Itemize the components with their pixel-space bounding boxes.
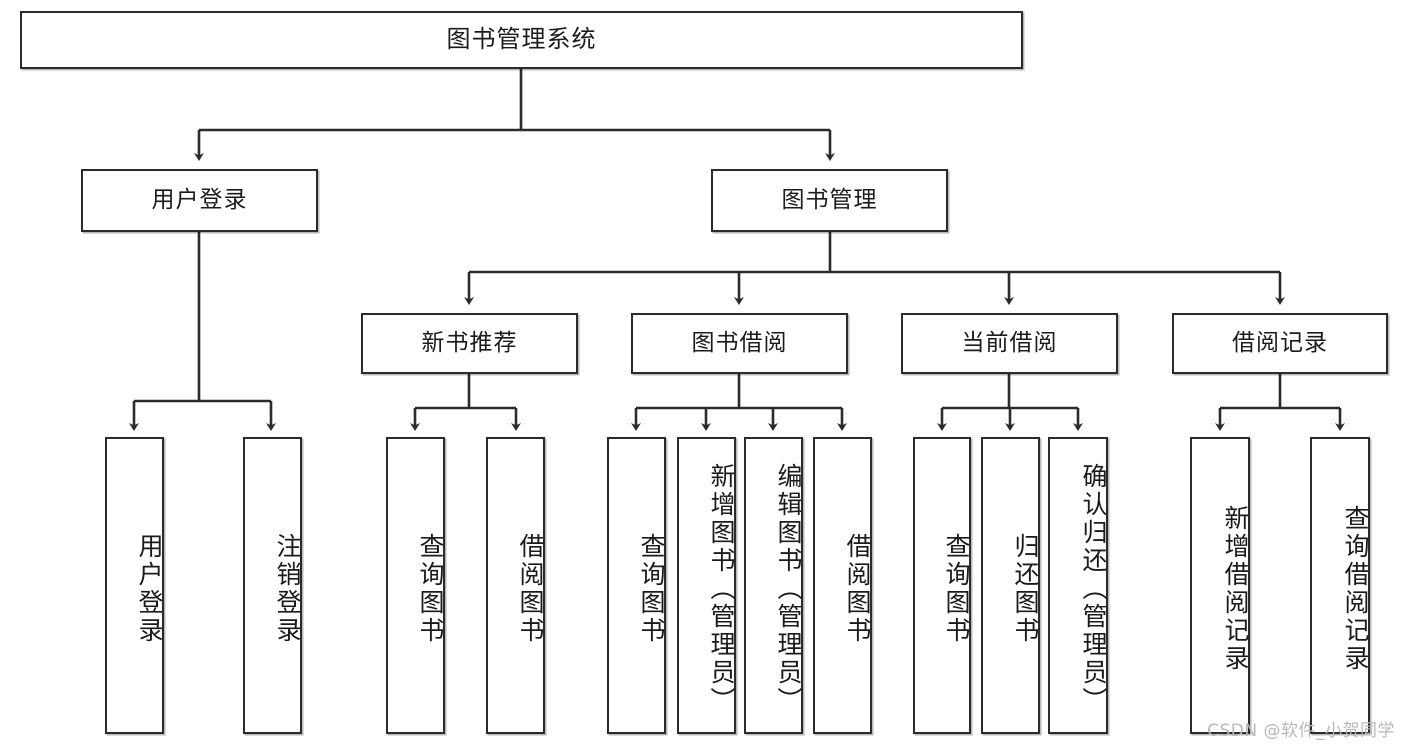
- leaf-node[interactable]: 用户登录: [105, 437, 164, 734]
- node-label: 图书借阅: [691, 330, 788, 357]
- node-label: 查询图书: [416, 532, 445, 645]
- leaf-node[interactable]: 新增图书（管理员）: [677, 437, 736, 734]
- leaf-node[interactable]: 查询图书: [386, 437, 445, 734]
- leaf-node[interactable]: 确认归还（管理员）: [1048, 437, 1108, 734]
- node-new-book-recommend[interactable]: 新书推荐: [361, 313, 578, 374]
- node-book-management[interactable]: 图书管理: [711, 169, 948, 232]
- node-label: 借阅图书: [516, 532, 545, 645]
- node-label: 编辑图书（管理员）: [774, 462, 803, 715]
- node-label: 借阅图书: [843, 532, 872, 645]
- node-label: 用户登录: [135, 532, 164, 645]
- leaf-node[interactable]: 查询借阅记录: [1310, 437, 1370, 734]
- leaf-node[interactable]: 借阅图书: [813, 437, 872, 734]
- node-label: 新增借阅记录: [1221, 504, 1250, 673]
- watermark: CSDN @软件_小贺同学: [1207, 721, 1395, 741]
- node-label: 新书推荐: [421, 330, 518, 357]
- node-user-login[interactable]: 用户登录: [81, 169, 318, 232]
- node-borrow-records[interactable]: 借阅记录: [1172, 313, 1388, 374]
- leaf-node[interactable]: 查询图书: [607, 437, 666, 734]
- node-label: 归还图书: [1011, 532, 1040, 645]
- node-label: 借阅记录: [1232, 330, 1328, 357]
- node-label: 查询图书: [637, 532, 666, 645]
- leaf-node[interactable]: 新增借阅记录: [1190, 437, 1250, 734]
- node-label: 确认归还（管理员）: [1079, 462, 1108, 715]
- leaf-node[interactable]: 归还图书: [981, 437, 1040, 734]
- node-label: 查询借阅记录: [1341, 504, 1370, 673]
- node-current-borrow[interactable]: 当前借阅: [901, 313, 1118, 374]
- node-label: 用户登录: [151, 187, 248, 214]
- node-root[interactable]: 图书管理系统: [20, 11, 1023, 69]
- node-label: 查询图书: [942, 532, 971, 645]
- node-label: 图书管理: [781, 187, 878, 214]
- node-label: 图书管理系统: [446, 25, 597, 54]
- node-label: 注销登录: [273, 532, 302, 645]
- node-label: 当前借阅: [961, 330, 1058, 357]
- leaf-node[interactable]: 编辑图书（管理员）: [744, 437, 803, 734]
- leaf-node[interactable]: 注销登录: [243, 437, 302, 734]
- leaf-node[interactable]: 查询图书: [913, 437, 971, 734]
- node-book-borrow[interactable]: 图书借阅: [631, 313, 848, 374]
- node-label: 新增图书（管理员）: [707, 462, 736, 715]
- leaf-node[interactable]: 借阅图书: [486, 437, 545, 734]
